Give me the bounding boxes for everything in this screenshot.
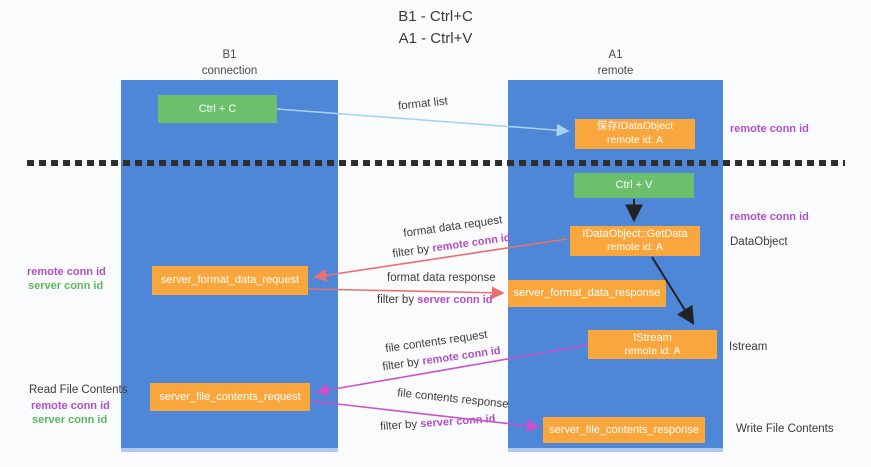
lane-right-title: A1 — [608, 49, 623, 61]
filter-by-text: filter by — [377, 294, 415, 306]
title-line-1: B1 - Ctrl+C — [398, 8, 473, 25]
istream-box: IStream remote id: A — [588, 330, 717, 359]
lane-right-subtitle: remote — [597, 64, 634, 77]
ctrl-v-label: Ctrl + V — [615, 179, 653, 192]
ctrl-v-box: Ctrl + V — [574, 173, 694, 198]
server-file-contents-response-box: server_file_contents_response — [543, 417, 705, 443]
file-contents-response-label: file contents response — [396, 387, 510, 411]
server-file-contents-request-box: server_file_contents_request — [150, 383, 310, 411]
read-file-contents-caption: Read File Contents — [29, 384, 128, 396]
istream-caption: Istream — [729, 341, 768, 353]
server-conn-id-left-2: server conn id — [32, 414, 108, 426]
save-dataobject-line1: 保存IDataObject — [596, 120, 674, 133]
istream-box-line2: remote id: A — [624, 344, 681, 357]
filter-by-text: filter by — [391, 243, 431, 261]
remote-conn-id-text: remote conn id — [431, 231, 512, 255]
lane-header-right: A1 remote — [508, 48, 723, 79]
dataobject-caption: DataObject — [730, 236, 788, 248]
title-line-2: A1 - Ctrl+V — [398, 29, 473, 47]
getdata-box: IDataObject::GetData remote id: A — [570, 226, 700, 256]
page-title: B1 - Ctrl+C A1 - Ctrl+V — [0, 6, 871, 50]
server-conn-id-text: server conn id — [419, 412, 496, 431]
save-dataobject-box: 保存IDataObject remote id: A — [575, 119, 695, 149]
server-file-contents-response-label: server_file_contents_response — [549, 423, 699, 436]
lane-left-title: B1 — [222, 49, 237, 61]
server-conn-id-left-1: server conn id — [28, 280, 104, 292]
getdata-line1: IDataObject::GetData — [582, 228, 688, 241]
dashed-divider — [27, 160, 845, 166]
filter-by-text: filter by — [379, 418, 418, 434]
lane-left-subtitle: connection — [201, 64, 258, 77]
arrow-format-data-response — [308, 286, 505, 300]
write-file-contents-caption: Write File Contents — [736, 423, 834, 435]
ctrl-c-label: Ctrl + C — [198, 102, 237, 115]
server-format-data-request-label: server_format_data_request — [160, 274, 300, 287]
filter-by-server-1: filter by server conn id — [377, 294, 492, 306]
remote-conn-id-right-mid: remote conn id — [730, 211, 809, 223]
server-format-data-request-box: server_format_data_request — [152, 266, 308, 295]
remote-conn-id-left-2: remote conn id — [31, 400, 110, 412]
getdata-line2: remote id: A — [606, 241, 664, 254]
server-format-data-response-label: server_format_data_response — [513, 287, 661, 300]
save-dataobject-line2: remote id: A — [606, 134, 664, 146]
lane-header-left: B1 connection — [120, 48, 339, 79]
remote-conn-id-left-1: remote conn id — [27, 266, 106, 278]
server-format-data-response-box: server_format_data_response — [508, 280, 666, 307]
ctrl-c-box: Ctrl + C — [158, 95, 277, 123]
format-data-response-label: format data response — [387, 272, 496, 284]
istream-box-line1: IStream — [633, 331, 672, 344]
format-list-label: format list — [397, 95, 449, 113]
remote-conn-id-right-top: remote conn id — [730, 123, 809, 135]
filter-by-text: filter by — [381, 356, 421, 374]
filter-by-server-2: filter by server conn id — [380, 413, 496, 433]
server-file-contents-request-label: server_file_contents_request — [159, 390, 301, 403]
server-conn-id-text: server conn id — [417, 294, 493, 306]
